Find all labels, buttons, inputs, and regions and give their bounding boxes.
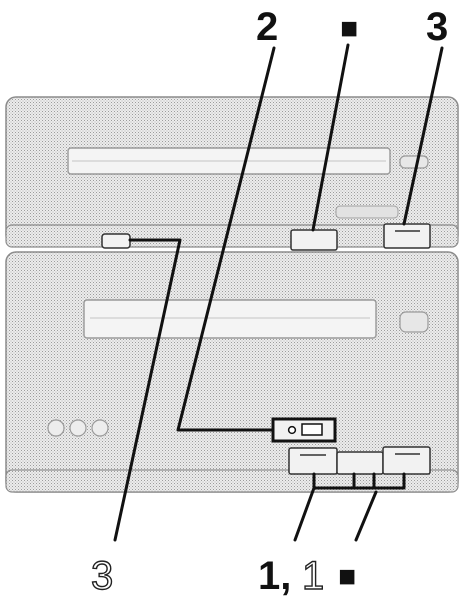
lower-round-control-1 [47,419,65,437]
leader-line-2 [176,46,276,432]
leader-line-top-square [311,43,350,232]
lower-round-control-3 [91,419,109,437]
callout-2: 2 [256,5,278,49]
leader-line-top-3 [402,46,444,226]
callout-bottom-square: ■ [338,560,356,593]
upper-right-button [383,223,431,249]
upper-middle-button [290,229,338,251]
callout-bottom-1-bold: 1, [258,554,291,598]
lower-eject-button [399,311,429,333]
leader-line-bottom-3 [113,238,182,542]
leader-line-1-drop [293,486,316,542]
lower-round-control-2 [69,419,87,437]
indicator-lamp-icon [287,425,297,435]
upper-unit [5,96,459,248]
lower-middle-button [336,451,384,475]
upper-small-panel [335,205,399,219]
lower-left-button [288,447,338,475]
callout-bottom-3: 3 [91,554,113,598]
left-connector-icon [101,233,131,249]
leader-line-1 [312,472,406,490]
leader-line-bottom-square [354,490,378,542]
lower-right-button [382,446,431,475]
callout-top-square: ■ [340,12,358,45]
leader-lines [113,43,444,542]
callout-bottom-1-outline: 1 [302,554,324,598]
callout-top-3: 3 [426,5,448,49]
lower-drive-slot [83,299,377,339]
upper-eject-button [399,155,429,169]
indicator-window [301,423,323,436]
